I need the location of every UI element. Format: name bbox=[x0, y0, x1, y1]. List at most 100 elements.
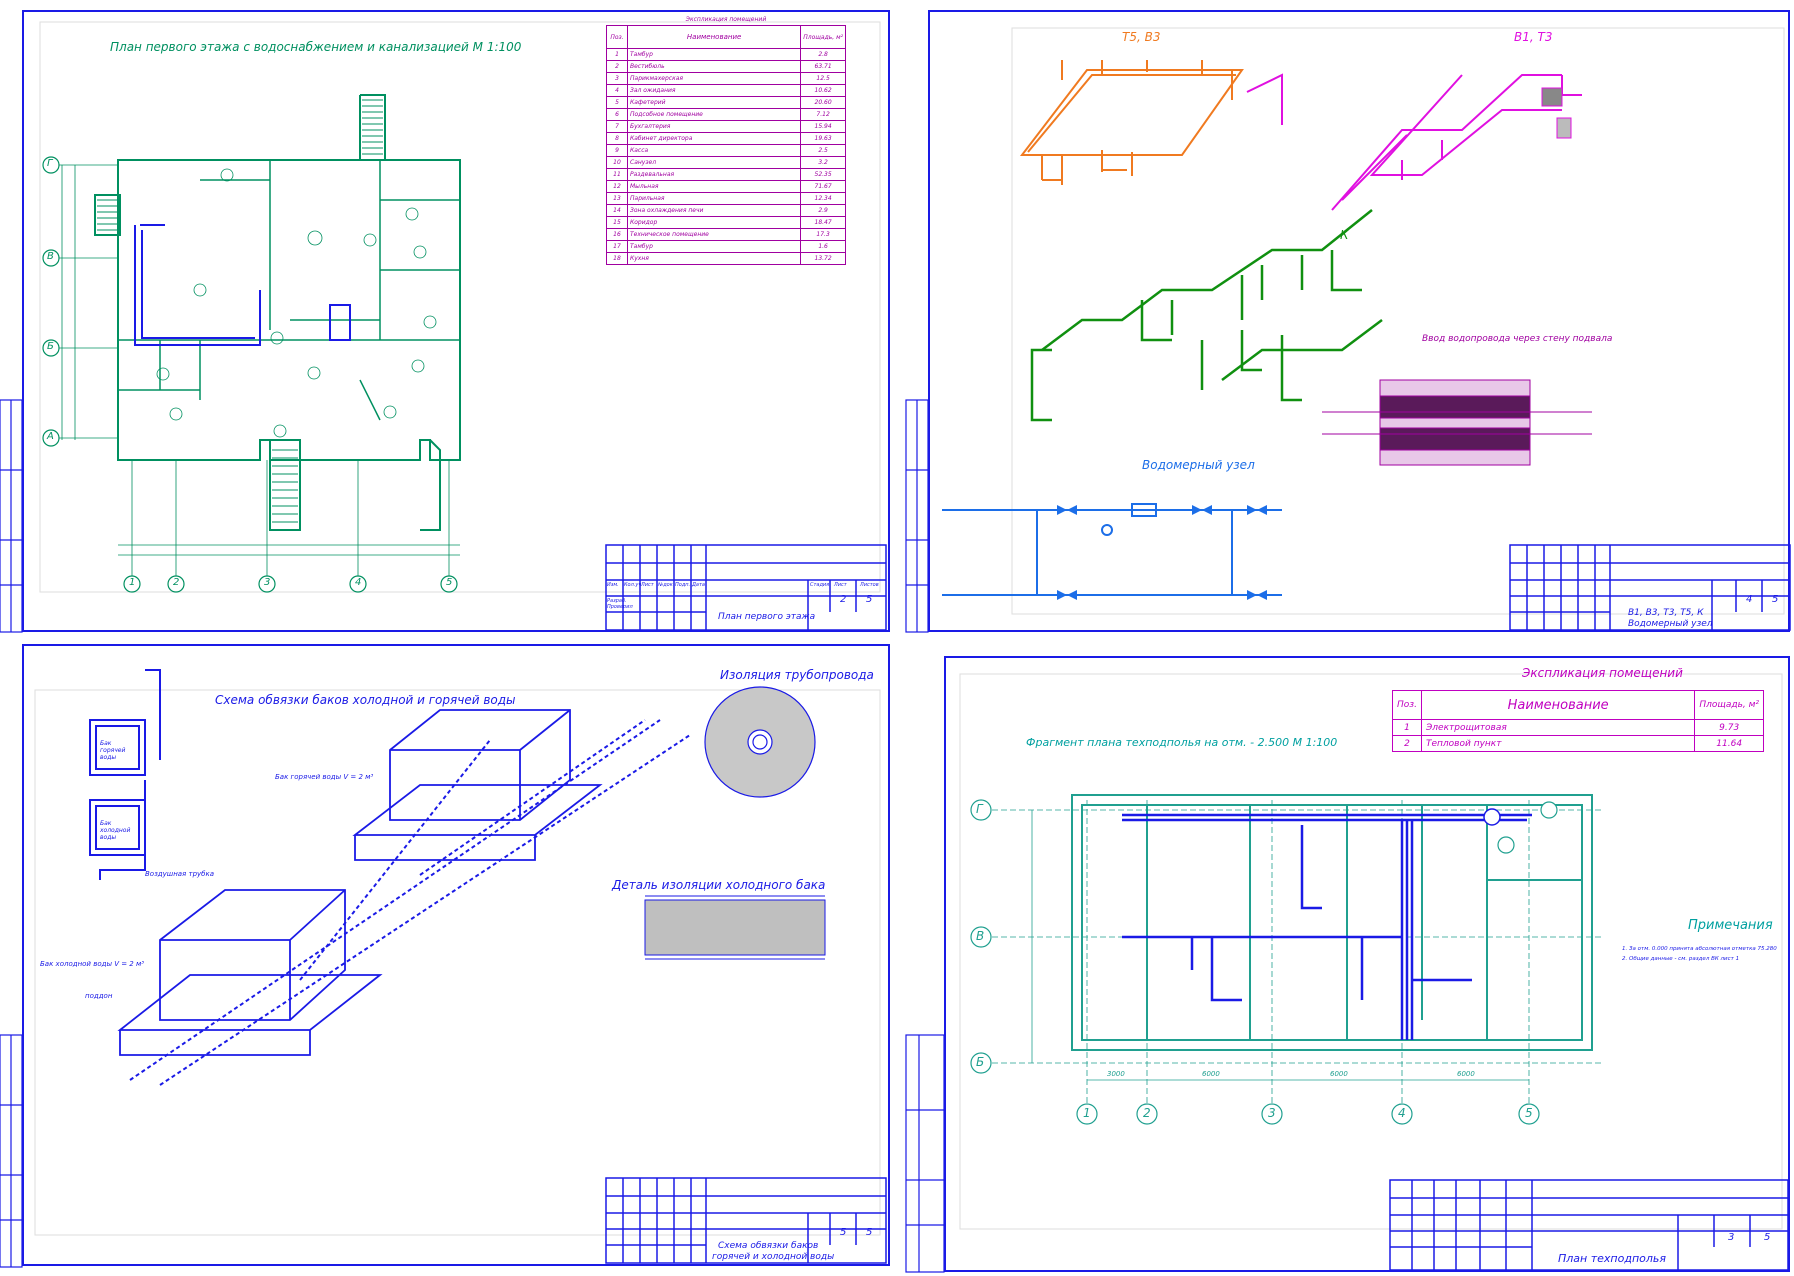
explication-cell-area: 20.60 bbox=[800, 96, 846, 109]
axis-number-5: 5 bbox=[1525, 1106, 1533, 1120]
explication2-col-area: Площадь, м² bbox=[1694, 690, 1764, 720]
explication-cell-pos: 18 bbox=[606, 252, 628, 265]
explication-cell-area: 13.72 bbox=[800, 252, 846, 265]
stamp-list: Лист bbox=[641, 582, 654, 588]
label-meter-node: Водомерный узел bbox=[1142, 458, 1255, 472]
axis-number-3: 3 bbox=[1268, 1106, 1276, 1120]
explication-cell-pos: 4 bbox=[606, 84, 628, 97]
axis-number-1: 1 bbox=[1083, 1106, 1091, 1120]
label-k: К bbox=[1340, 228, 1349, 242]
stamp-razrab: Разраб. bbox=[607, 598, 627, 604]
axis-number-4: 4 bbox=[1398, 1106, 1406, 1120]
explication-cell-name: Тамбур bbox=[626, 48, 802, 61]
explication-cell-pos: 15 bbox=[606, 216, 628, 229]
axis-letter-v: В bbox=[47, 251, 54, 262]
sheet4-title: Фрагмент плана техподполья на отм. - 2.5… bbox=[1026, 736, 1338, 749]
sheet-isometric-schemes: Т5, В3 В1, Т3 К Водомерный узел Ввод вод… bbox=[902, 0, 1794, 636]
explication-cell-pos: 1 bbox=[606, 48, 628, 61]
explication-cell-area: 2.8 bbox=[800, 48, 846, 61]
sheet-frame bbox=[22, 10, 890, 632]
stamp-podp: Подп. bbox=[675, 582, 691, 588]
stamp-stadia: Стадия bbox=[810, 582, 830, 588]
axis-number-1: 1 bbox=[129, 577, 136, 588]
stamp-sheets-total: 5 bbox=[866, 594, 873, 605]
explication-cell-area: 15.94 bbox=[800, 120, 846, 133]
explication-cell-area: 17.3 bbox=[800, 228, 846, 241]
stamp-proveril: Проверил bbox=[607, 604, 633, 610]
axis-number-4: 4 bbox=[355, 577, 362, 588]
note-1: 1. За отм. 0.000 принята абсолютная отме… bbox=[1622, 946, 1777, 952]
stamp-sheet-name: План первого этажа bbox=[718, 612, 816, 622]
explication-cell-name: Техническое помещение bbox=[626, 228, 802, 241]
dim-1-2: 3000 bbox=[1107, 1070, 1125, 1078]
stamp-sheet-name: План техподполья bbox=[1558, 1252, 1666, 1265]
label-insulation: Изоляция трубопровода bbox=[720, 668, 874, 682]
explication-cell-area: 2.9 bbox=[800, 204, 846, 217]
axis-number-3: 3 bbox=[264, 577, 271, 588]
explication-cell-name: Санузел bbox=[626, 156, 802, 169]
stamp-list-col: Лист bbox=[834, 582, 847, 588]
stamp-izm: Изм. bbox=[607, 582, 619, 588]
explication-cell-area: 19.63 bbox=[800, 132, 846, 145]
sheet1-title: План первого этажа с водоснабжением и ка… bbox=[110, 40, 522, 54]
label-hot-tank: Бак горячей воды bbox=[100, 740, 126, 761]
stamp-sheet-no: 4 bbox=[1746, 594, 1753, 605]
explication-cell-pos: 9 bbox=[606, 144, 628, 157]
stamp-sheets-total: 5 bbox=[866, 1227, 873, 1238]
explication-cell-pos: 3 bbox=[606, 72, 628, 85]
explication-cell-pos: 5 bbox=[606, 96, 628, 109]
explication-cell-name: Касса bbox=[626, 144, 802, 157]
explication-cell-name: Подсобное помещение bbox=[626, 108, 802, 121]
sheet-frame bbox=[928, 10, 1790, 632]
label-v1-t3: В1, Т3 bbox=[1514, 30, 1553, 44]
explication-cell-name: Кафетерий bbox=[626, 96, 802, 109]
explication2-col-name: Наименование bbox=[1420, 690, 1696, 720]
explication-cell-area: 63.71 bbox=[800, 60, 846, 73]
explication-cell-name: Бухгалтерия bbox=[626, 120, 802, 133]
explication-cell-pos: 16 bbox=[606, 228, 628, 241]
label-t5-v3: Т5, В3 bbox=[1122, 30, 1161, 44]
axis-letter-g: Г bbox=[976, 802, 983, 816]
explication2-cell-area: 9.73 bbox=[1694, 719, 1764, 736]
axis-letter-b: Б bbox=[47, 341, 54, 352]
stamp-ndok: №док bbox=[658, 582, 673, 588]
label-cold-detail: Деталь изоляции холодного бака bbox=[612, 878, 826, 892]
axis-number-5: 5 bbox=[446, 577, 453, 588]
axis-number-2: 2 bbox=[173, 577, 180, 588]
dim-4-5: 6000 bbox=[1457, 1070, 1475, 1078]
stamp-sheet-name-2: Водомерный узел bbox=[1628, 619, 1713, 629]
stamp-sheet-no: 2 bbox=[840, 594, 847, 605]
dim-2-3: 6000 bbox=[1202, 1070, 1220, 1078]
stamp-listov: Листов bbox=[860, 582, 879, 588]
explication-cell-pos: 13 bbox=[606, 192, 628, 205]
label-wall-entry: Ввод водопровода через стену подвала bbox=[1422, 334, 1613, 344]
explication-cell-name: Вестибюль bbox=[626, 60, 802, 73]
explication-cell-name: Коридор bbox=[626, 216, 802, 229]
explication-cell-name: Раздевальная bbox=[626, 168, 802, 181]
stamp-sheet-no: 5 bbox=[840, 1227, 847, 1238]
explication2-cell-pos: 2 bbox=[1392, 735, 1422, 752]
explication-cell-area: 71.67 bbox=[800, 180, 846, 193]
axis-letter-v: В bbox=[976, 929, 985, 943]
axis-letter-g: Г bbox=[47, 158, 53, 169]
explication-col-name: Наименование bbox=[626, 25, 802, 49]
sheet1-drawing bbox=[0, 21, 887, 633]
explication-cell-pos: 8 bbox=[606, 132, 628, 145]
sheet-frame bbox=[22, 644, 890, 1266]
explication-cell-name: Зал ожидания bbox=[626, 84, 802, 97]
